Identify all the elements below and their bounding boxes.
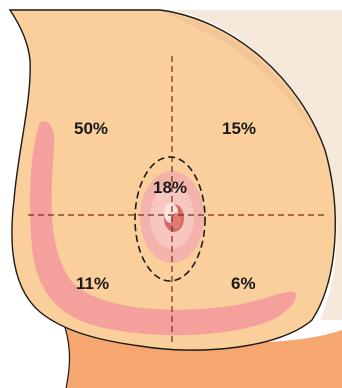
lower-inner-percent: 6% bbox=[231, 274, 256, 293]
upper-inner-percent: 15% bbox=[222, 119, 256, 138]
upper-outer-percent: 50% bbox=[74, 119, 108, 138]
central-percent: 18% bbox=[153, 178, 187, 197]
lower-outer-percent: 11% bbox=[76, 274, 109, 293]
